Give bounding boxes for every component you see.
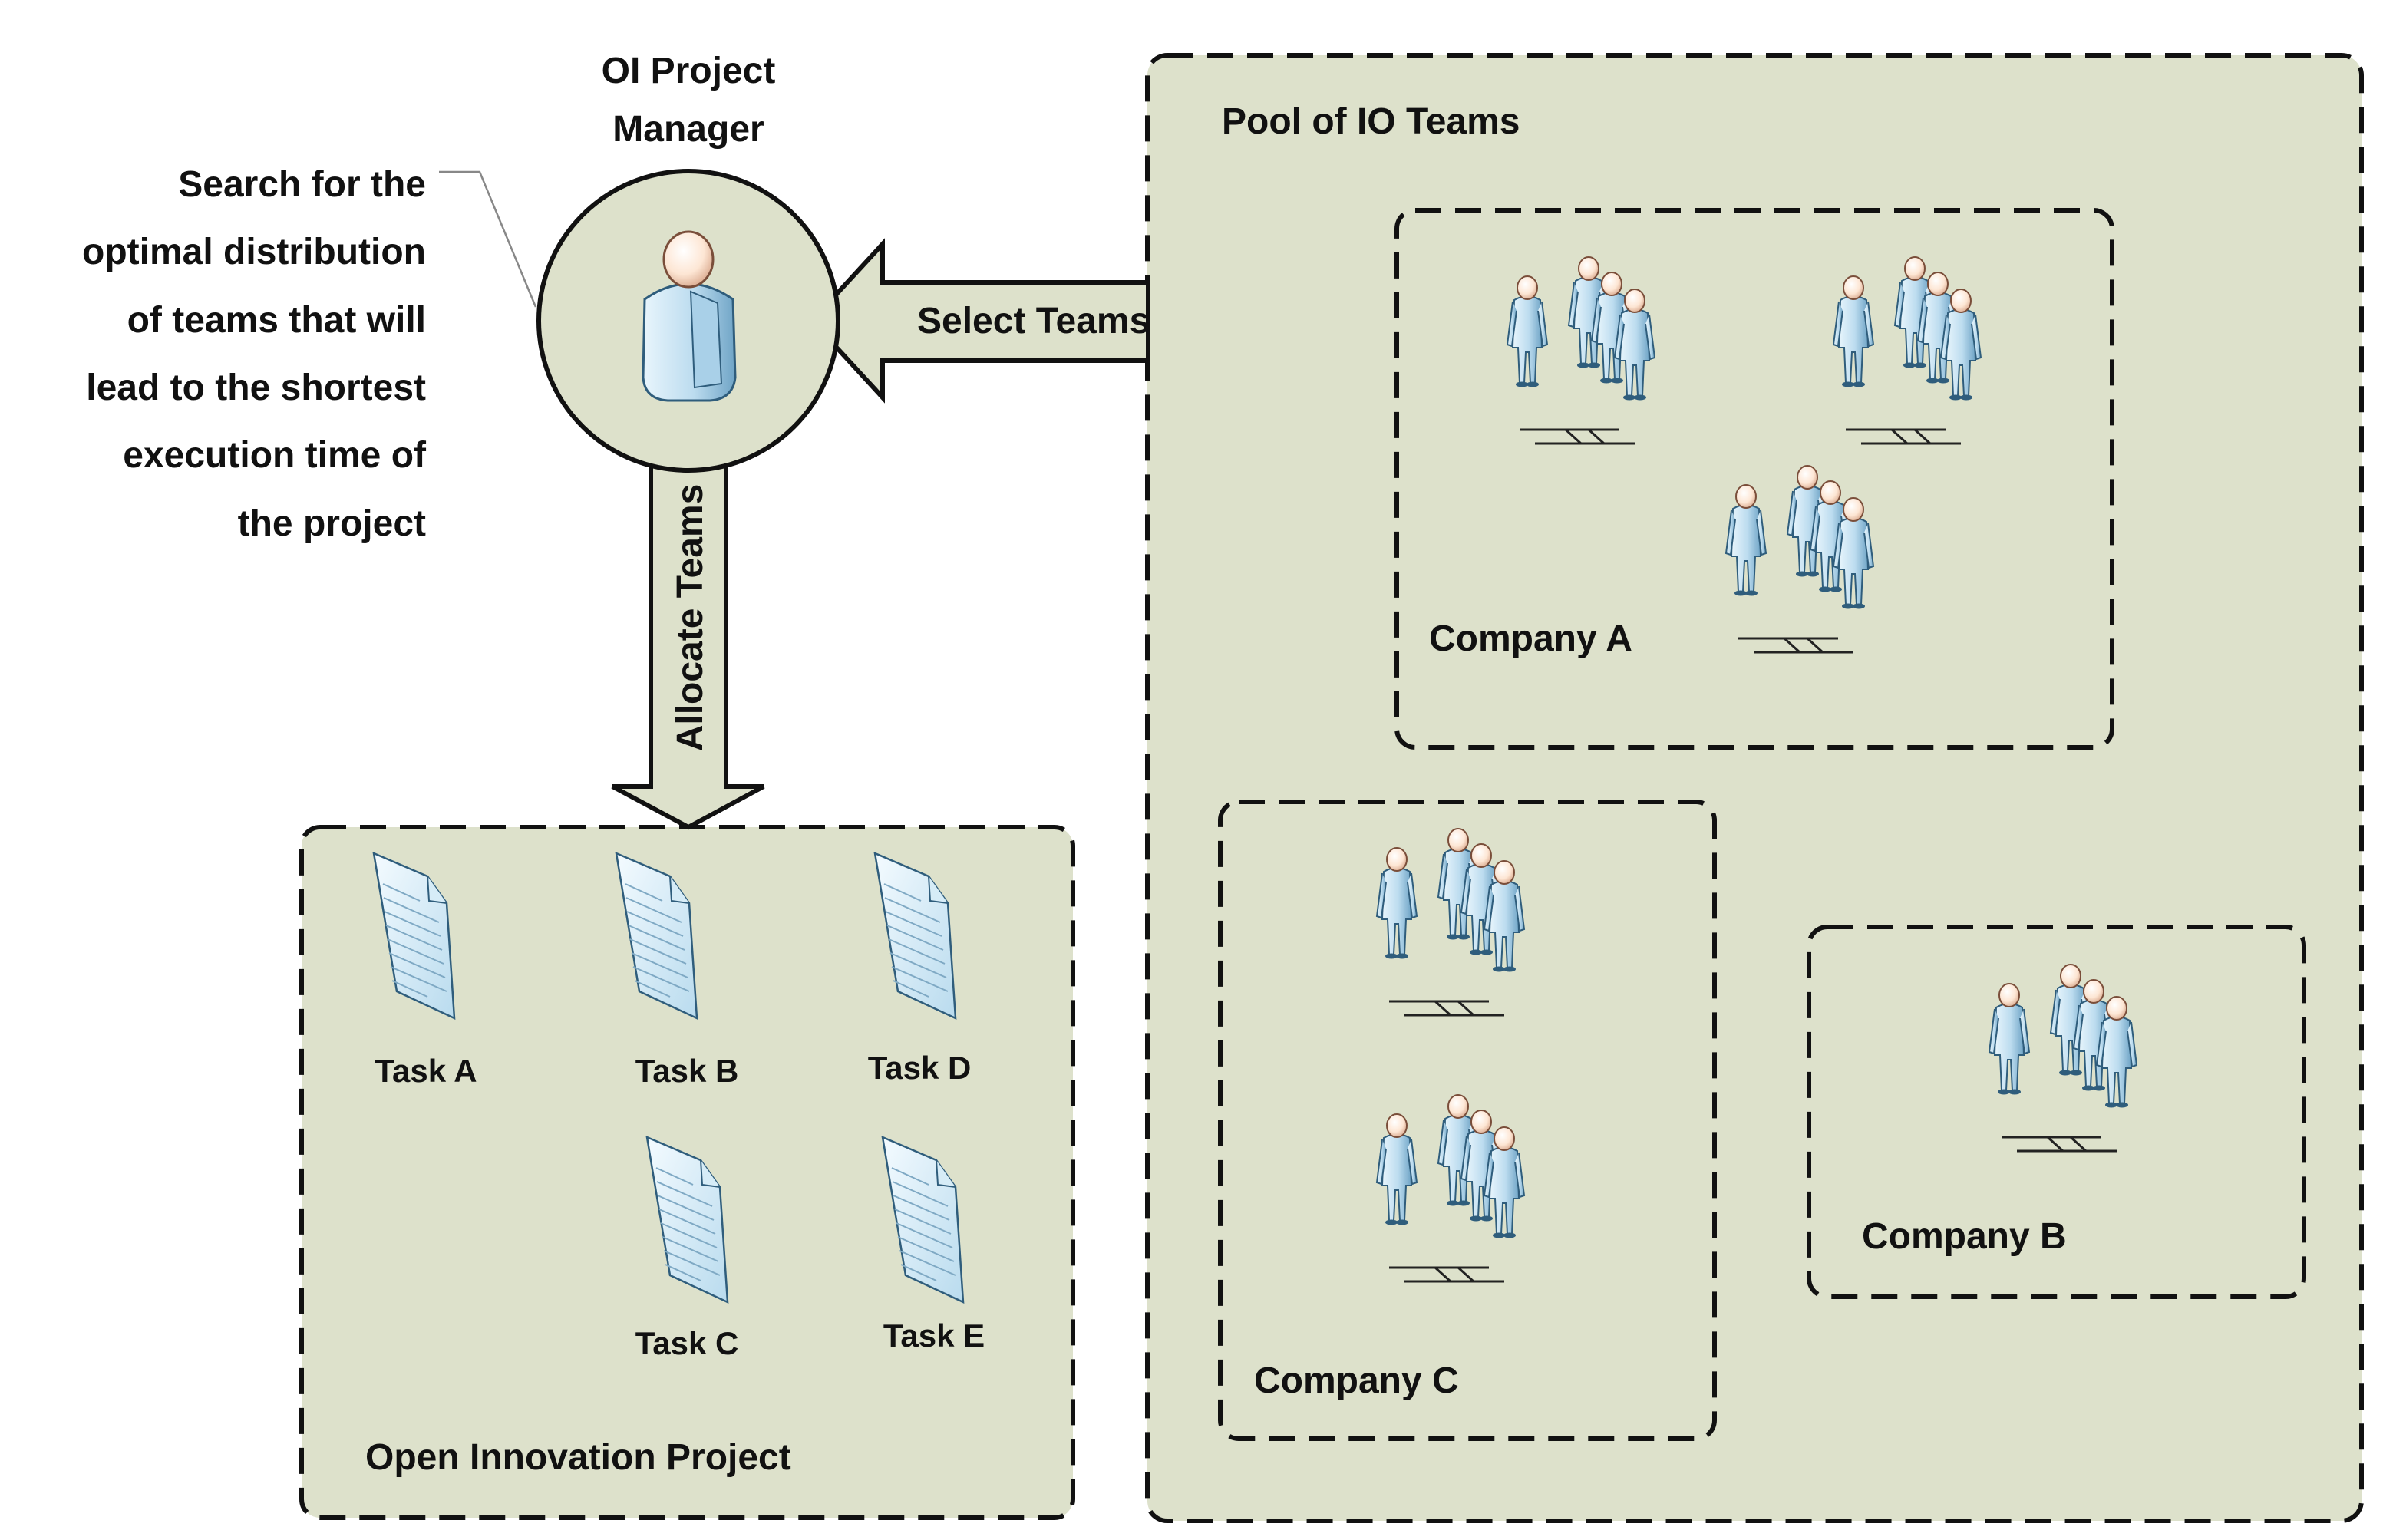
note-line: lead to the shortest (86, 368, 426, 408)
manager-title-line2: Manager (612, 109, 764, 150)
note-line: execution time of (123, 435, 427, 476)
project-title: Open Innovation Project (365, 1437, 791, 1478)
task-c-label: Task C (635, 1325, 739, 1361)
task-b-label: Task B (635, 1053, 739, 1089)
callout-line (439, 170, 537, 308)
manager-person-icon (642, 230, 737, 402)
manager-note: Search for the optimal distribution of t… (82, 164, 427, 544)
task-e-label: Task E (883, 1317, 985, 1354)
note-line: of teams that will (127, 300, 426, 341)
pool-title: Pool of IO Teams (1222, 101, 1520, 142)
select-teams-arrow (808, 238, 1150, 404)
company-c-label: Company C (1254, 1360, 1459, 1401)
company-b-label: Company B (1862, 1216, 2067, 1257)
allocate-teams-arrow (611, 457, 765, 830)
company-b-box (1807, 925, 2306, 1299)
note-line: Search for the (178, 164, 426, 205)
task-a-label: Task A (375, 1053, 477, 1089)
company-a-label: Company A (1429, 618, 1632, 659)
allocate-teams-label: Allocate Teams (670, 484, 711, 752)
note-line: optimal distribution (82, 232, 426, 272)
task-d-label: Task D (868, 1050, 972, 1086)
note-line: the project (238, 503, 426, 544)
company-a-box (1394, 208, 2114, 750)
manager-title-line1: OI Project (602, 51, 776, 91)
select-teams-label: Select Teams (917, 301, 1150, 341)
